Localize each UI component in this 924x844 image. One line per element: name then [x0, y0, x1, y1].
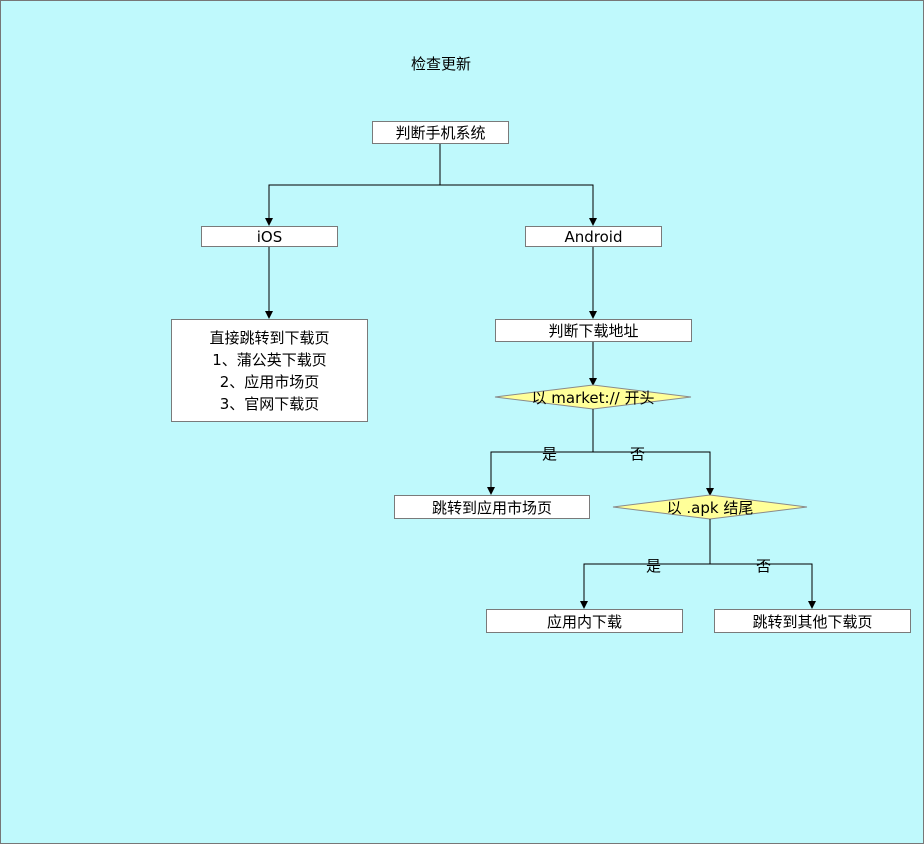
- edge-label-apk-yes: 是: [646, 557, 662, 575]
- edge-to-android: [440, 184, 597, 226]
- edge-apk-yes: [580, 563, 710, 609]
- edge-market-yes: [487, 451, 593, 495]
- node-goto-market: 跳转到应用市场页: [394, 495, 590, 519]
- ios-action-line-4: 3、官网下载页: [219, 394, 320, 413]
- decision-market-shape: [494, 384, 692, 410]
- node-ios-action: 直接跳转到下载页 1、蒲公英下载页 2、应用市场页 3、官网下载页: [171, 319, 368, 422]
- node-root: 判断手机系统: [372, 121, 509, 144]
- ios-action-line-1: 直接跳转到下载页: [209, 328, 330, 347]
- ios-action-line-3: 2、应用市场页: [219, 372, 320, 391]
- node-in-app-download: 应用内下载: [486, 609, 683, 633]
- edge-to-ios: [265, 184, 440, 226]
- node-android: Android: [525, 226, 662, 247]
- decision-apk-shape: [612, 494, 808, 520]
- edge-market-no: [593, 451, 714, 496]
- edge-label-market-yes: 是: [542, 445, 558, 463]
- node-ios: iOS: [201, 226, 338, 247]
- edge-label-apk-no: 否: [756, 557, 772, 575]
- node-check-url: 判断下载地址: [495, 319, 692, 342]
- ios-action-line-2: 1、蒲公英下载页: [212, 350, 327, 369]
- decision-market-label: 以 market:// 开头: [531, 388, 655, 407]
- node-goto-other: 跳转到其他下载页: [714, 609, 911, 633]
- edge-apk-no: [710, 563, 816, 609]
- edge-label-market-no: 否: [630, 445, 646, 463]
- decision-apk-label: 以 .apk 结尾: [666, 498, 754, 517]
- diagram-title: 检查更新: [410, 55, 471, 73]
